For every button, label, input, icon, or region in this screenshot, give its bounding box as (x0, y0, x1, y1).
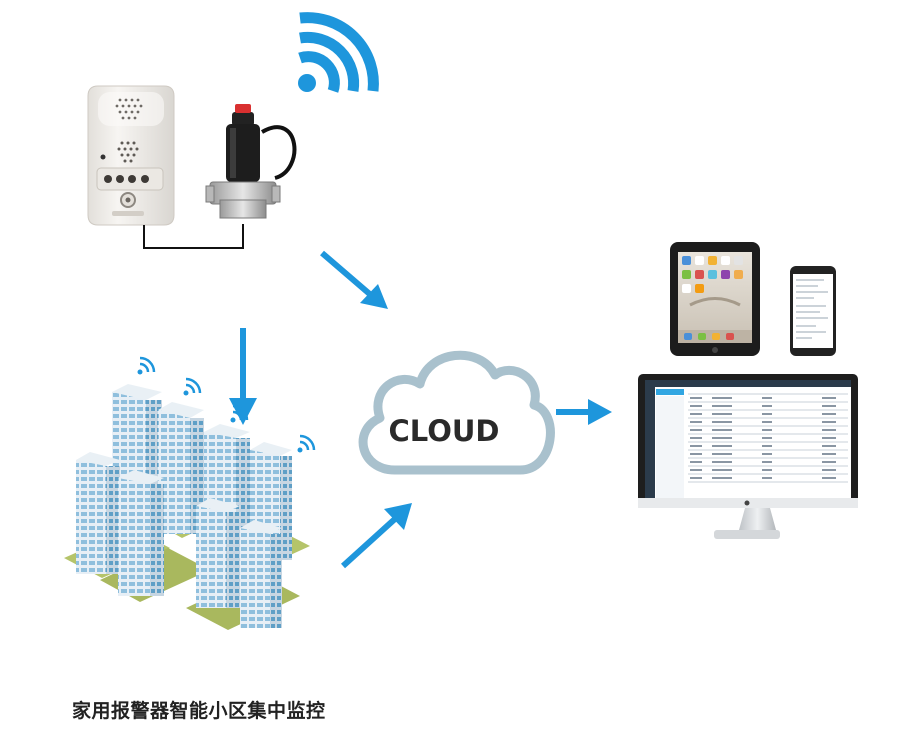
arrow-buildings-to-cloud (340, 503, 412, 569)
tablet-device (670, 242, 760, 356)
wifi-signal-icon (183, 377, 202, 396)
building-tower (118, 470, 164, 596)
wifi-icon (298, 12, 379, 93)
apple-logo-icon (744, 500, 750, 506)
cloud-icon: CLOUD (358, 350, 555, 475)
building-tower (240, 520, 282, 628)
desktop-monitor (638, 374, 858, 539)
arrow-cloud-to-devices (556, 399, 612, 425)
wifi-signal-icon (137, 356, 156, 375)
building-tower (158, 402, 204, 534)
building-tower (76, 452, 120, 574)
wifi-signal-icon (230, 404, 249, 423)
sensor-grille-icon (117, 141, 139, 163)
connection-wire (143, 224, 244, 249)
solenoid-valve-device (205, 104, 297, 219)
building-tower (196, 498, 240, 608)
app-icons-grid (682, 256, 743, 293)
smartphone-device (790, 266, 836, 356)
residential-buildings (64, 356, 316, 630)
speaker-grille-icon (115, 98, 143, 120)
wifi-signal-icon (297, 434, 316, 453)
diagram-caption: 家用报警器智能小区集中监控 (72, 700, 326, 722)
arrow-detector-to-cloud (320, 250, 388, 309)
indicator-lights-icon (104, 175, 149, 183)
gas-detector-device (87, 85, 175, 226)
cloud-label: CLOUD (388, 414, 499, 448)
